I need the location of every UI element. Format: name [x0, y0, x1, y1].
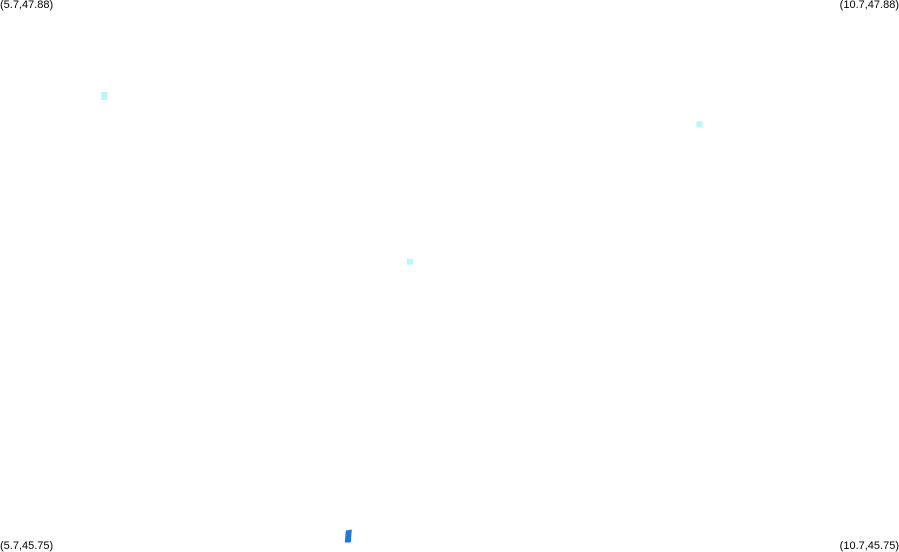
map-feature-light — [101, 91, 108, 100]
corner-label-top-right: (10.7,47.88) — [839, 0, 899, 11]
corner-label-top-left: (5.7,47.88) — [0, 0, 54, 11]
corner-label-bottom-right: (10.7,45.75) — [839, 540, 899, 552]
map-feature-light — [406, 258, 413, 265]
map-feature-light — [696, 121, 703, 128]
corner-label-bottom-left: (5.7,45.75) — [0, 540, 54, 552]
map-feature-dark — [344, 529, 352, 543]
